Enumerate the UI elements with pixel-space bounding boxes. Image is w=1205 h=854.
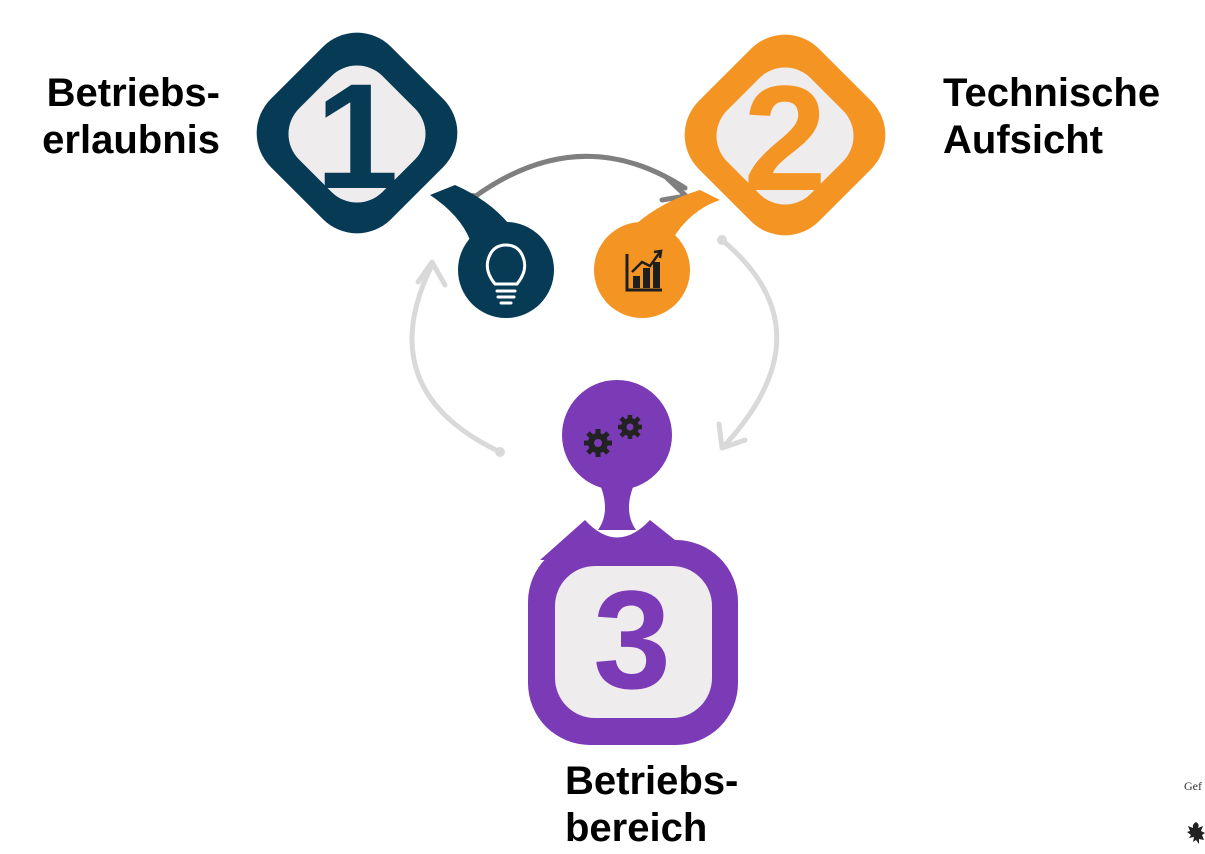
gears-icon xyxy=(584,415,642,457)
step-3-number: 3 xyxy=(593,561,671,718)
step-2-label-line1: Technische xyxy=(943,71,1161,115)
step-1-badge: 1 xyxy=(256,32,520,240)
step-2-badge: 2 xyxy=(620,34,886,240)
step-3-label-line2: bereich xyxy=(565,806,708,851)
arrow-2-to-3 xyxy=(716,235,780,451)
step-1-number: 1 xyxy=(315,52,398,220)
step-3-badge: 3 xyxy=(528,520,738,745)
step-3-label-line1: Betriebs- xyxy=(565,759,739,803)
step-1-label-line1: Betriebs- xyxy=(46,71,220,115)
step-1-label-line2: erlaubnis xyxy=(42,118,220,163)
arrow-1-to-2 xyxy=(468,153,689,203)
step-2-label-line2: Aufsicht xyxy=(943,118,1103,163)
step-1-label: Betriebs- erlaubnis xyxy=(20,70,220,164)
federal-eagle-logo xyxy=(1187,822,1205,844)
footer-text: Gef xyxy=(1184,779,1202,793)
lightbulb-icon xyxy=(485,243,527,305)
step-2-label: Technische Aufsicht xyxy=(943,70,1160,164)
step-1-icon-circle xyxy=(458,222,554,318)
step-3-label: Betriebs- bereich xyxy=(565,758,738,852)
step-3-icon-circle xyxy=(562,380,672,530)
arrow-3-to-1 xyxy=(409,259,505,457)
step-2-number: 2 xyxy=(743,54,826,222)
bar-chart-icon xyxy=(625,249,663,292)
step-2-icon-circle xyxy=(594,222,690,318)
